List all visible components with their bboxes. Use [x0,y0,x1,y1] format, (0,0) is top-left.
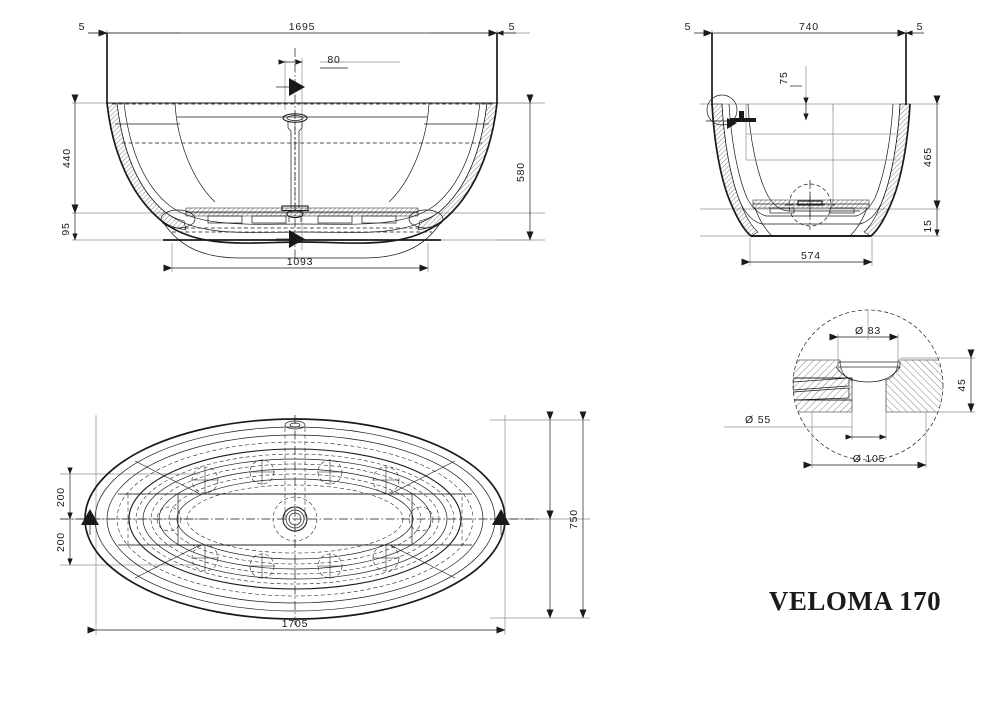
dim-1705-label: 1705 [282,618,309,630]
front-witness-lines [72,30,545,272]
dim-200-upper-label: 200 [55,487,67,507]
dim-750-label: 750 [568,509,580,529]
dim-5-left: 5 [79,21,108,36]
dim-740: 740 [703,21,907,37]
dim-5-side-right: 5 [905,21,924,36]
dim-1093-label: 1093 [287,256,314,268]
dim-80: 80 [278,54,348,69]
dim-1695: 1695 [98,21,498,37]
front-interior-steps [115,116,489,125]
dim-dia-105-label: Ø 105 [853,453,886,465]
dim-574-label: 574 [801,250,821,262]
dim-200-upper: 200 [55,467,73,520]
front-width-ticks [106,33,498,104]
top-jet-crosshairs [192,459,399,579]
dim-15: 15 [922,202,940,237]
dim-45-label: 45 [956,378,968,391]
side-inner-shell-2 [728,103,894,217]
dim-1695-label: 1695 [289,21,316,33]
side-width-ticks [711,33,907,105]
waste-outlet-detail-view: Ø 83 Ø 105 Ø 55 45 [724,309,975,469]
side-interior-lines [745,104,900,204]
side-detail-callout-top [706,94,738,126]
dim-465-label: 465 [922,147,934,167]
top-rim-tangents [134,460,456,579]
dim-200-lower-label: 200 [55,532,67,552]
front-basin-right [388,102,430,203]
dim-dia-83-label: Ø 83 [855,325,881,337]
front-water-level-lines [112,103,492,144]
dim-740-label: 740 [799,21,819,33]
dim-95-label: 95 [60,222,72,235]
front-section-arrows [276,78,305,248]
dim-5-side-left-label: 5 [685,21,692,33]
detail-section-body [793,359,943,413]
side-overflow-fitting [706,111,756,129]
dim-dia-105: Ø 105 [803,453,927,469]
dim-5-side-left: 5 [685,21,713,36]
dim-45: 45 [956,349,975,413]
dim-1093: 1093 [163,256,429,272]
dim-5-left-label: 5 [79,21,86,33]
dim-465: 465 [922,95,941,210]
side-inner-shell [721,103,901,225]
dim-95: 95 [60,206,78,241]
side-elevation-view: 740 5 5 75 465 15 574 [685,21,941,266]
dim-5-right-label: 5 [509,21,516,33]
front-elevation-view: 1695 5 5 80 440 95 580 [60,21,545,272]
front-basin-left [174,102,216,203]
side-basin-curve [747,103,860,212]
side-detail-callout-bottom [788,183,832,227]
dim-5-side-right-label: 5 [917,21,924,33]
dim-440: 440 [61,94,79,214]
dim-440-label: 440 [61,148,73,168]
dim-75: 75 [778,71,809,121]
dim-5-right: 5 [496,21,516,36]
product-title: VELOMA 170 [769,586,941,616]
dim-200-lower: 200 [55,512,73,566]
dim-580-label: 580 [515,162,527,182]
dim-75-label: 75 [778,71,790,84]
top-section-arrows [81,509,510,535]
top-plan-view: 200 200 750 1705 [55,411,590,635]
dim-80-label: 80 [327,54,340,66]
front-inner-shell [116,102,488,233]
side-waste-outlet [796,192,826,216]
dim-574: 574 [741,250,873,266]
dim-750: 750 [568,411,587,619]
front-plinth [162,221,442,259]
dim-15-label: 15 [922,219,934,232]
front-inner-shell-2 [123,102,481,225]
dim-1705: 1705 [87,618,506,634]
dim-dia-55: Ø 55 [745,414,887,440]
dim-580: 580 [515,94,534,241]
dim-dia-55-label: Ø 55 [745,414,771,426]
